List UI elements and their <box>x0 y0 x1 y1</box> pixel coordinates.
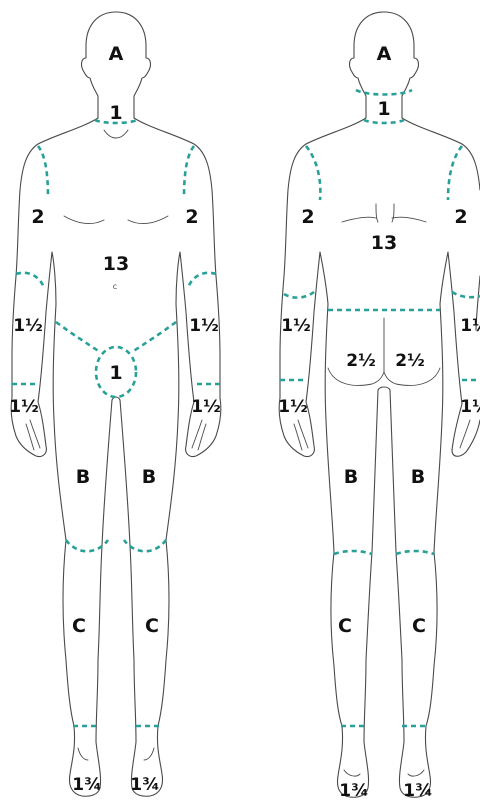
back-right-knee-cut <box>396 551 434 554</box>
back-neck-label: 1 <box>377 98 390 120</box>
back-leg-right-label: C <box>412 615 426 637</box>
front-left-shoulder-cut <box>38 146 48 198</box>
back-figure: A 1 2 2 13 1½ 1½ 2½ 2½ 1½ 1½ B B C C 1¾ … <box>278 12 480 801</box>
back-right-elbow-cut <box>452 292 480 297</box>
back-right-shoulder-cut <box>448 146 462 200</box>
front-hand-left-label: 1½ <box>9 397 38 417</box>
front-chest-line <box>64 216 168 223</box>
front-right-shoulder-cut <box>184 146 194 198</box>
back-head-label: A <box>377 43 392 65</box>
back-left-side-outline <box>279 118 378 797</box>
back-buttock-right-label: 2½ <box>395 351 424 371</box>
front-figure: A 1 2 2 13 c 1½ 1½ 1 1½ 1½ B B C C 1¾ 1¾ <box>9 12 221 796</box>
front-trunk-label: 13 <box>103 253 129 275</box>
front-left-fingers <box>26 420 40 450</box>
back-thigh-left-label: B <box>344 466 358 488</box>
back-left-knee-cut <box>334 551 372 554</box>
back-forearm-right-label: 1½ <box>460 316 480 336</box>
back-forearm-left-label: 1½ <box>281 316 310 336</box>
front-collarbone <box>104 130 128 138</box>
back-left-shoulder-cut <box>306 146 320 200</box>
back-trunk-label: 13 <box>371 232 397 254</box>
front-right-side-outline <box>120 118 221 796</box>
back-heel-lines <box>344 770 424 776</box>
front-navel-mark: c <box>113 282 117 291</box>
front-right-fingers <box>192 420 206 450</box>
back-upper-arm-left-label: 2 <box>301 206 314 228</box>
front-ankle-lines <box>78 748 154 760</box>
front-foot-left-label: 1¾ <box>72 775 101 795</box>
front-leg-right-label: C <box>145 615 159 637</box>
back-foot-right-label: 1¾ <box>403 781 432 801</box>
back-foot-left-label: 1¾ <box>339 781 368 801</box>
front-groin-label: 1 <box>109 362 122 384</box>
front-foot-right-label: 1¾ <box>130 775 159 795</box>
front-leg-left-label: C <box>72 615 86 637</box>
front-upper-arm-right-label: 2 <box>185 206 198 228</box>
front-head-label: A <box>109 43 124 65</box>
front-right-elbow-cut <box>188 273 216 288</box>
back-left-elbow-cut <box>284 292 314 298</box>
back-cut-lines <box>280 90 480 726</box>
back-buttock-left-label: 2½ <box>346 351 375 371</box>
back-hand-right-label: 1½ <box>460 397 480 417</box>
front-thigh-right-label: B <box>142 466 156 488</box>
front-hand-right-label: 1½ <box>191 397 220 417</box>
front-left-side-outline <box>11 118 112 796</box>
back-hand-left-label: 1½ <box>278 397 307 417</box>
back-crotch-outline <box>378 387 390 390</box>
front-neck-label: 1 <box>109 102 122 124</box>
front-forearm-right-label: 1½ <box>189 316 218 336</box>
front-upper-arm-left-label: 2 <box>31 206 44 228</box>
front-forearm-left-label: 1½ <box>13 316 42 336</box>
back-left-fingers <box>294 420 308 450</box>
front-groin-cut <box>56 322 176 352</box>
back-shoulder-blades <box>342 204 426 222</box>
back-thigh-right-label: B <box>411 466 425 488</box>
front-left-elbow-cut <box>16 273 44 288</box>
back-upper-arm-right-label: 2 <box>454 206 467 228</box>
back-leg-left-label: C <box>338 615 352 637</box>
front-thigh-left-label: B <box>76 466 90 488</box>
back-right-fingers <box>460 420 470 448</box>
